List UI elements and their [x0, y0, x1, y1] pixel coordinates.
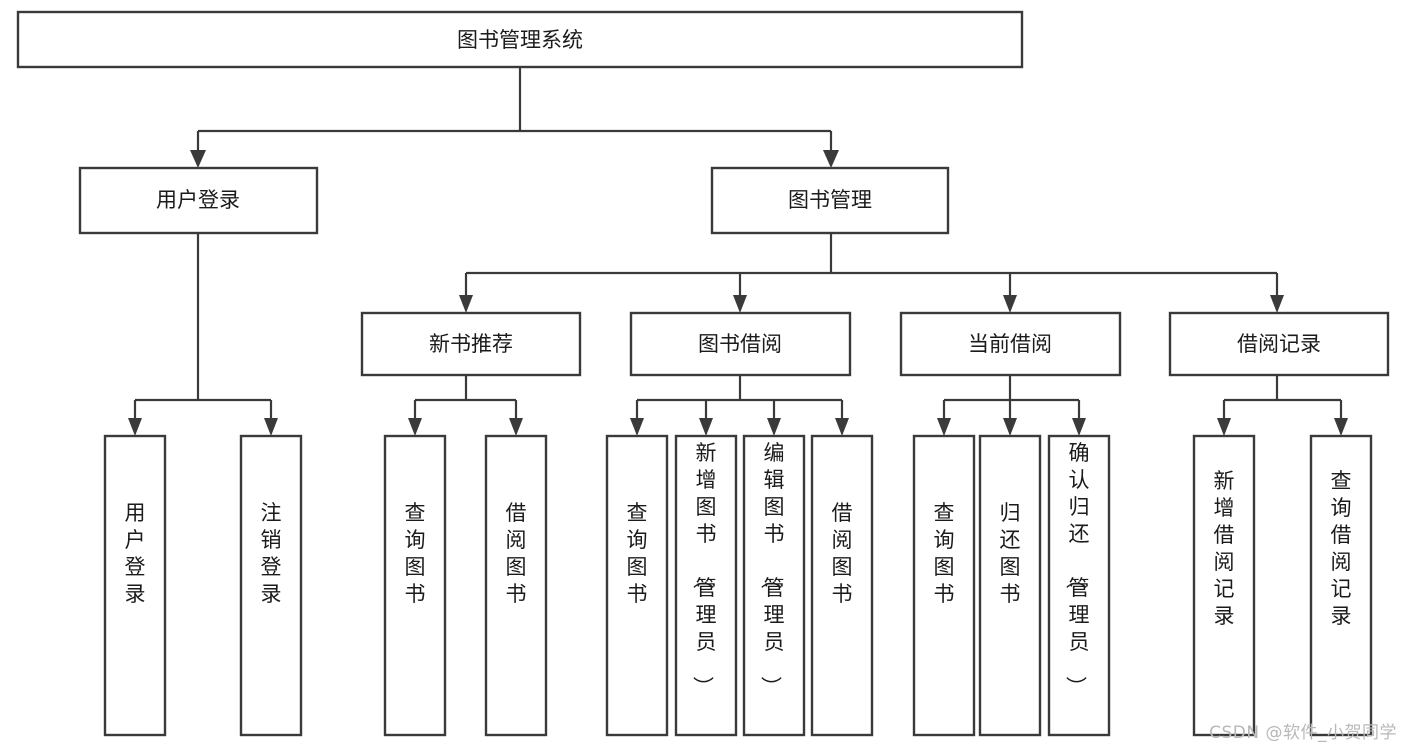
node-leaf-user-login-box[interactable] [103, 434, 167, 737]
node-leaf-borrow-book-1[interactable]: 借阅图书 [484, 434, 548, 737]
node-leaf-logout-label: 注销登录 [261, 501, 282, 606]
node-leaf-add-record-label: 新增借阅记录 [1214, 469, 1235, 628]
arrow-head-book-manage [823, 150, 839, 168]
arrow-head-leaf-logout [264, 418, 278, 436]
node-leaf-borrow-book-2-box[interactable] [810, 434, 874, 737]
node-leaf-borrow-book-2[interactable]: 借阅图书 [810, 434, 874, 737]
node-leaf-borrow-book-1-box[interactable] [484, 434, 548, 737]
arrow-head-leaf-query-book-2 [630, 418, 644, 436]
node-root-label: 图书管理系统 [457, 28, 583, 52]
arrow-head-current-borrow [1003, 295, 1017, 313]
node-leaf-query-record-box[interactable] [1309, 434, 1373, 737]
node-current-borrow-label: 当前借阅 [968, 332, 1052, 356]
node-leaf-confirm-return[interactable]: 确认归还（管理员） [1047, 434, 1111, 737]
node-leaf-query-book-2[interactable]: 查询图书 [605, 434, 669, 737]
arrow-head-leaf-query-record [1334, 418, 1348, 436]
node-user-login-label: 用户登录 [156, 188, 240, 212]
connector-layer [128, 67, 1348, 436]
node-book-borrow-box[interactable] [629, 311, 852, 377]
node-leaf-edit-book-box[interactable] [742, 434, 806, 737]
arrow-head-leaf-edit-book [767, 418, 781, 436]
node-root[interactable]: 图书管理系统 [16, 10, 1024, 69]
arrow-head-leaf-add-record [1217, 418, 1231, 436]
node-leaf-borrow-book-1-label: 借阅图书 [506, 501, 527, 606]
leaf-nodes-layer: 用户登录 注销登录 查询图书 借阅图书 查询图书 新 [103, 434, 1373, 737]
node-leaf-edit-book-label: 编辑图书（管理员） [759, 441, 785, 697]
node-leaf-edit-book[interactable]: 编辑图书（管理员） [742, 434, 806, 737]
node-root-box[interactable] [16, 10, 1024, 69]
node-leaf-return-book-box[interactable] [978, 434, 1042, 737]
node-leaf-logout-box[interactable] [239, 434, 303, 737]
node-leaf-add-book[interactable]: 新增图书（管理员） [674, 434, 738, 737]
node-leaf-query-book-2-label: 查询图书 [627, 501, 648, 606]
node-borrow-record[interactable]: 借阅记录 [1168, 311, 1390, 377]
node-leaf-logout[interactable]: 注销登录 [239, 434, 303, 737]
node-book-borrow-label: 图书借阅 [698, 332, 782, 356]
node-leaf-query-book-1[interactable]: 查询图书 [383, 434, 447, 737]
node-new-book-rec[interactable]: 新书推荐 [360, 311, 582, 377]
node-book-manage-box[interactable] [710, 166, 950, 235]
node-leaf-return-book[interactable]: 归还图书 [978, 434, 1042, 737]
arrow-head-leaf-add-book [699, 418, 713, 436]
node-leaf-query-record[interactable]: 查询借阅记录 [1309, 434, 1373, 737]
node-borrow-record-label: 借阅记录 [1237, 332, 1321, 356]
node-leaf-user-login[interactable]: 用户登录 [103, 434, 167, 737]
node-user-login[interactable]: 用户登录 [78, 166, 319, 235]
node-current-borrow-box[interactable] [899, 311, 1122, 377]
node-leaf-query-book-2-box[interactable] [605, 434, 669, 737]
arrow-head-borrow-record [1270, 295, 1284, 313]
node-leaf-return-book-label: 归还图书 [1000, 501, 1021, 606]
arrow-head-leaf-user-login [128, 418, 142, 436]
node-borrow-record-box[interactable] [1168, 311, 1390, 377]
csdn-watermark: CSDN @软件_小贺同学 [1209, 723, 1397, 743]
node-leaf-add-book-label: 新增图书（管理员） [691, 441, 717, 697]
arrow-head-leaf-query-book-1 [408, 418, 422, 436]
arrow-head-new-book-rec [459, 295, 473, 313]
arrow-head-leaf-query-book-3 [937, 418, 951, 436]
arrow-head-book-borrow [733, 295, 747, 313]
node-leaf-add-record[interactable]: 新增借阅记录 [1192, 434, 1256, 737]
node-leaf-query-record-label: 查询借阅记录 [1331, 469, 1352, 628]
node-leaf-query-book-1-box[interactable] [383, 434, 447, 737]
node-leaf-query-book-3-label: 查询图书 [934, 501, 955, 606]
node-book-manage[interactable]: 图书管理 [710, 166, 950, 235]
arrow-head-leaf-borrow-book-1 [509, 418, 523, 436]
node-leaf-add-book-box[interactable] [674, 434, 738, 737]
arrow-head-leaf-borrow-book-2 [835, 418, 849, 436]
node-book-borrow[interactable]: 图书借阅 [629, 311, 852, 377]
node-leaf-confirm-return-box[interactable] [1047, 434, 1111, 737]
node-new-book-rec-box[interactable] [360, 311, 582, 377]
node-new-book-rec-label: 新书推荐 [429, 332, 513, 356]
node-book-manage-label: 图书管理 [788, 188, 872, 212]
node-user-login-box[interactable] [78, 166, 319, 235]
node-leaf-query-book-1-label: 查询图书 [405, 501, 426, 606]
node-leaf-add-record-box[interactable] [1192, 434, 1256, 737]
node-leaf-query-book-3-box[interactable] [912, 434, 976, 737]
node-leaf-query-book-3[interactable]: 查询图书 [912, 434, 976, 737]
arrow-head-leaf-confirm-return [1072, 418, 1086, 436]
node-leaf-borrow-book-2-label: 借阅图书 [832, 501, 853, 606]
node-leaf-user-login-label: 用户登录 [125, 501, 146, 606]
node-current-borrow[interactable]: 当前借阅 [899, 311, 1122, 377]
node-leaf-confirm-return-label: 确认归还（管理员） [1064, 441, 1090, 697]
arrow-head-user-login [190, 150, 206, 168]
arrow-head-leaf-return-book [1003, 418, 1017, 436]
